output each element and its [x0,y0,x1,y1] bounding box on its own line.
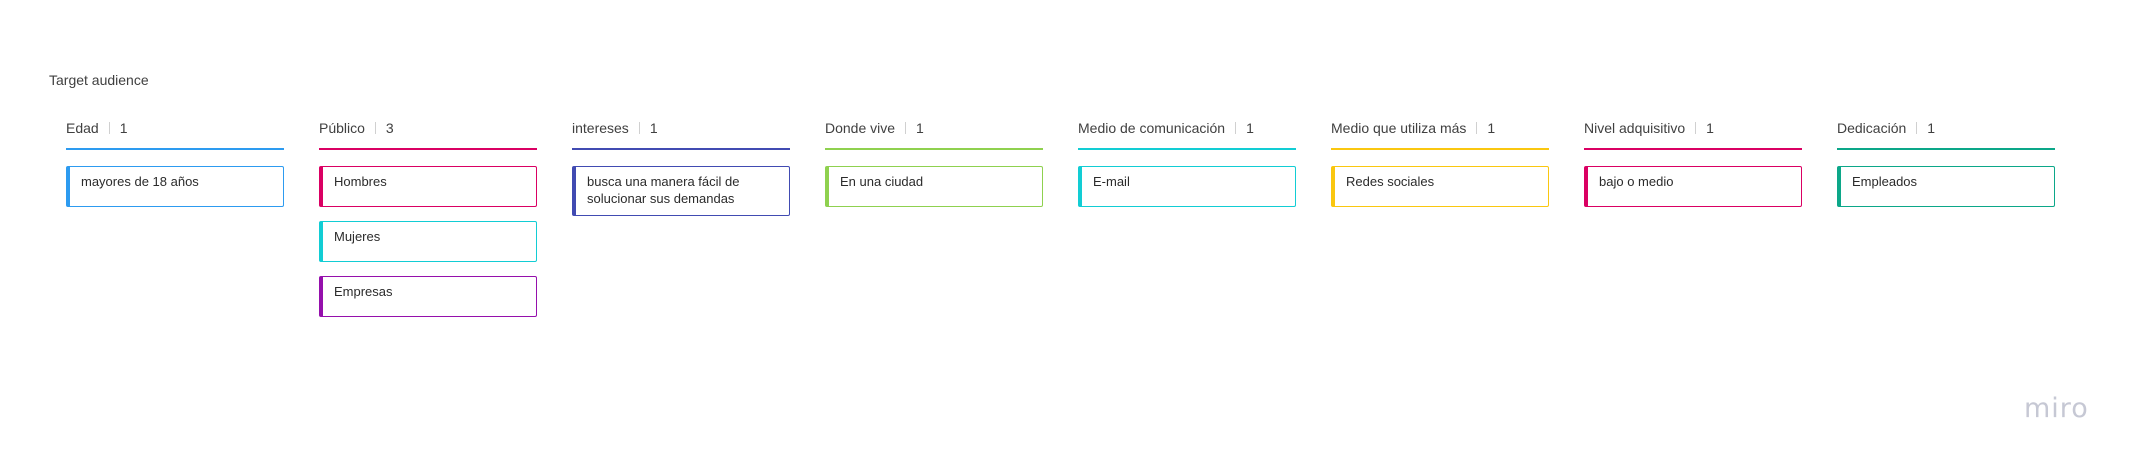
kanban-card[interactable]: E-mail [1078,166,1296,207]
card-list: mayores de 18 años [66,166,284,207]
card-list: busca una manera fácil de solucionar sus… [572,166,790,216]
kanban-column: Donde vive 1 En una ciudad [825,118,1043,317]
column-header[interactable]: Dedicación 1 [1837,118,2055,150]
column-title: intereses [572,120,629,136]
column-separator [1476,122,1478,134]
column-header[interactable]: Edad 1 [66,118,284,150]
card-list: bajo o medio [1584,166,1802,207]
kanban-card[interactable]: Mujeres [319,221,537,262]
column-header[interactable]: Medio de comunicación 1 [1078,118,1296,150]
kanban-card[interactable]: Empresas [319,276,537,317]
column-separator [1235,122,1237,134]
column-separator [1916,122,1918,134]
column-title: Dedicación [1837,120,1907,136]
column-card-count: 1 [1487,120,1496,136]
column-card-count: 1 [916,120,924,136]
column-separator [905,122,907,134]
column-title: Nivel adquisitivo [1584,120,1686,136]
column-header[interactable]: Nivel adquisitivo 1 [1584,118,1802,150]
kanban-card[interactable]: bajo o medio [1584,166,1802,207]
card-list: E-mail [1078,166,1296,207]
column-card-count: 1 [649,120,658,136]
column-separator [638,122,640,134]
column-card-count: 3 [385,120,394,136]
column-header[interactable]: Medio que utiliza más 1 [1331,118,1549,150]
column-separator [108,122,110,134]
column-card-count: 1 [1246,120,1254,136]
column-header[interactable]: Público 3 [319,118,537,150]
card-list: Redes sociales [1331,166,1549,207]
column-card-count: 1 [119,120,128,136]
kanban-card[interactable]: Empleados [1837,166,2055,207]
column-header[interactable]: intereses 1 [572,118,790,150]
column-separator [374,122,376,134]
frame-title[interactable]: Target audience [49,72,149,88]
column-title: Donde vive [825,120,896,136]
column-card-count: 1 [1706,120,1714,136]
column-title: Medio de comunicación [1078,120,1226,136]
kanban-column: Edad 1 mayores de 18 años [66,118,284,317]
column-separator [1695,122,1697,134]
column-card-count: 1 [1927,120,1936,136]
kanban-card[interactable]: mayores de 18 años [66,166,284,207]
card-list: Empleados [1837,166,2055,207]
column-title: Público [319,120,365,136]
kanban-card[interactable]: busca una manera fácil de solucionar sus… [572,166,790,216]
kanban-column: Nivel adquisitivo 1 bajo o medio [1584,118,1802,317]
column-title: Medio que utiliza más [1331,120,1467,136]
column-header[interactable]: Donde vive 1 [825,118,1043,150]
kanban-card[interactable]: En una ciudad [825,166,1043,207]
kanban-card[interactable]: Redes sociales [1331,166,1549,207]
card-list: En una ciudad [825,166,1043,207]
kanban-column: intereses 1 busca una manera fácil de solu… [572,118,790,317]
miro-logo: miro [2024,393,2089,424]
column-title: Edad [66,120,99,136]
kanban-card[interactable]: Hombres [319,166,537,207]
